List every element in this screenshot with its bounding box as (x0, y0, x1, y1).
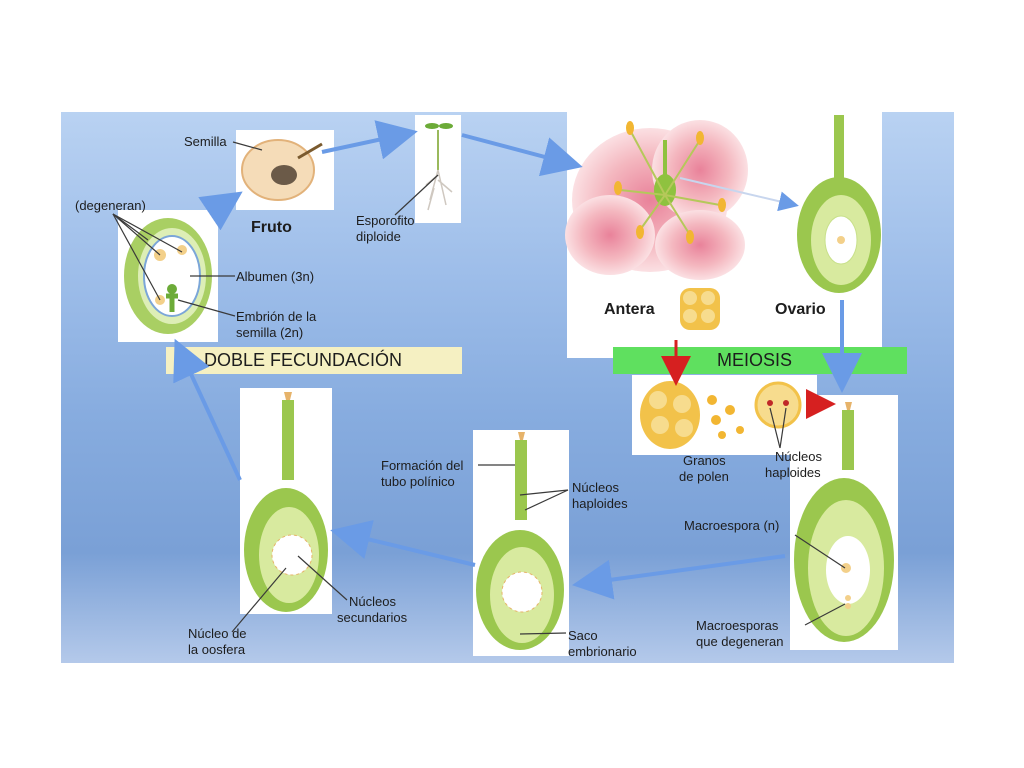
semilla-label: Semilla (184, 134, 227, 149)
embrion-label-line1: Embrión de la (236, 309, 316, 324)
anther-illustration (680, 288, 720, 330)
flower-illustration (565, 120, 795, 280)
seed-illustration (242, 140, 322, 200)
nucleos-haploides-mid-label-line2: haploides (572, 496, 628, 511)
nucleos-haploides-top-label-line1: Núcleos (775, 449, 822, 464)
esporofito-label-line1: Esporofito (356, 213, 415, 228)
nucleos-secundarios-label-line2: secundarios (337, 610, 407, 625)
nucleo-oosfera-label-line2: la oosfera (188, 642, 245, 657)
nucleos-haploides-top-label-line2: haploides (765, 465, 821, 480)
formacion-tubo-label-line2: tubo polínico (381, 474, 455, 489)
nucleo-oosfera-label-line1: Núcleo de (188, 626, 247, 641)
ovario-label: Ovario (775, 302, 826, 317)
leader-lines (113, 142, 845, 634)
nucleos-secundarios-label-line1: Núcleos (349, 594, 396, 609)
antera-label: Antera (604, 302, 655, 317)
ovary-illustration (797, 115, 881, 293)
embrion-label-line2: semilla (2n) (236, 325, 303, 340)
meiosis-arrows (676, 340, 830, 404)
albumen-label: Albumen (3n) (236, 269, 314, 284)
macrospore-ovule-illustration (794, 402, 894, 642)
nucleos-haploides-mid-label-line1: Núcleos (572, 480, 619, 495)
granos-polen-label-line2: de polen (679, 469, 729, 484)
degeneran-label: (degeneran) (75, 198, 146, 213)
formacion-tubo-label-line1: Formación del (381, 458, 463, 473)
fertilized-ovule-illustration (244, 392, 328, 612)
macroesporas-degeneran-label-line1: Macroesporas (696, 618, 778, 633)
fruto-label: Fruto (251, 220, 292, 235)
seedling-illustration (425, 123, 453, 210)
pollen-grains-illustration (640, 381, 800, 449)
granos-polen-label-line1: Granos (683, 453, 726, 468)
esporofito-label-line2: diploide (356, 229, 401, 244)
saco-embrionario-label-line2: embrionario (568, 644, 637, 659)
macroespora-label: Macroespora (n) (684, 518, 779, 533)
macroesporas-degeneran-label-line2: que degeneran (696, 634, 783, 649)
saco-embrionario-label-line1: Saco (568, 628, 598, 643)
